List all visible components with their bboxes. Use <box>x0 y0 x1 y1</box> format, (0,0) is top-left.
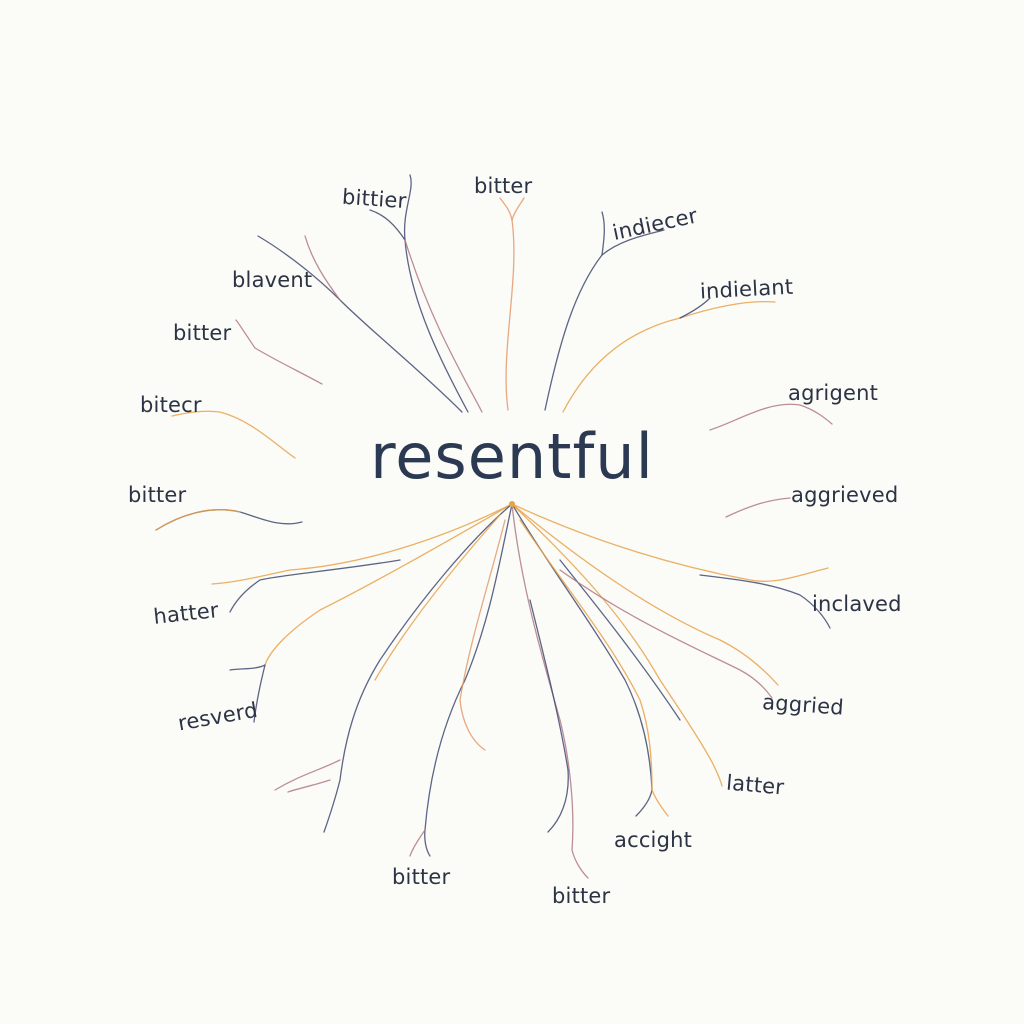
branch-line-left-bitter-2 <box>155 509 303 531</box>
branch-line-root-resverd <box>264 503 513 666</box>
branch-line-root-accight-orange <box>519 519 669 817</box>
word-label-accight: accight <box>614 828 692 852</box>
branch-line-top-indiecer-twig <box>601 211 605 256</box>
branch-line-root-bitter-left-orange <box>459 519 506 751</box>
word-label-bitter-left-2: bitter <box>128 483 187 507</box>
branch-line-root-inclaved <box>511 503 829 582</box>
branch-line-root-inclaved-blue <box>699 574 831 629</box>
branch-line-left-bitter-2-tint <box>155 509 241 531</box>
branch-line-top-bittier-twig <box>369 209 406 241</box>
branch-line-root-hatter <box>211 503 513 585</box>
branch-line-root-bitter-right <box>511 503 589 879</box>
branch-line-root-bitter-left-twig <box>409 829 426 857</box>
branch-line-root-latter <box>511 503 723 787</box>
branch-line-top-indiecer <box>544 229 665 411</box>
branch-line-top-indielant <box>562 300 776 413</box>
branch-line-root-resverd-blue <box>229 664 266 723</box>
word-label-bitter-left-1: bitter <box>173 321 232 345</box>
branch-line-top-bittier <box>403 174 469 413</box>
center-word: resentful <box>370 420 654 493</box>
branch-line-left-bitecr <box>171 410 296 459</box>
word-label-indiecer: indiecer <box>610 203 699 244</box>
root-node <box>509 501 515 507</box>
word-label-inclaved: inclaved <box>812 592 902 616</box>
word-label-blavent: blavent <box>232 268 312 292</box>
branch-line-top-bitter-twig <box>511 197 525 221</box>
word-label-resverd: resverd <box>176 698 259 736</box>
word-label-bitter-bottom-left: bitter <box>392 865 451 889</box>
word-label-bitter-bottom-right: bitter <box>552 884 611 908</box>
word-label-bitecr: bitecr <box>140 393 202 417</box>
branch-line-root-lower-left-twig <box>274 759 341 793</box>
branch-line-root-latter-blue <box>559 559 681 721</box>
branch-line-root-aggried-mauve <box>559 569 773 699</box>
word-label-agrigent: agrigent <box>788 381 878 405</box>
branch-line-right-aggrieved <box>725 497 791 518</box>
branch-line-top-bittier-outer <box>404 239 483 413</box>
word-label-hatter: hatter <box>152 598 220 629</box>
branch-line-top-bitter <box>499 197 515 411</box>
word-label-aggried: aggried <box>761 690 844 720</box>
branch-line-left-bitter-1 <box>235 319 323 385</box>
branch-line-root-bitter-right-blue <box>529 599 569 833</box>
branch-line-left-blavent <box>257 235 463 413</box>
word-label-aggrieved: aggrieved <box>791 483 898 507</box>
word-label-latter: latter <box>725 771 785 800</box>
branch-line-root-aggried <box>511 503 779 686</box>
branch-line-root-hatter-blue <box>229 559 401 613</box>
branch-line-root-accight <box>511 503 653 817</box>
branch-line-root-lower-left-orange <box>374 514 501 681</box>
word-label-bitter-top: bitter <box>474 174 533 198</box>
branch-line-top-indielant-twig <box>679 297 711 319</box>
word-label-bittier: bittier <box>341 185 407 213</box>
branch-line-right-agrigent <box>709 403 833 431</box>
branch-line-left-blavent-twig <box>304 235 341 301</box>
branch-line-root-bitter-left <box>424 503 513 857</box>
branch-line-root-lower-left <box>323 503 513 833</box>
word-label-indielant: indielant <box>699 275 793 304</box>
